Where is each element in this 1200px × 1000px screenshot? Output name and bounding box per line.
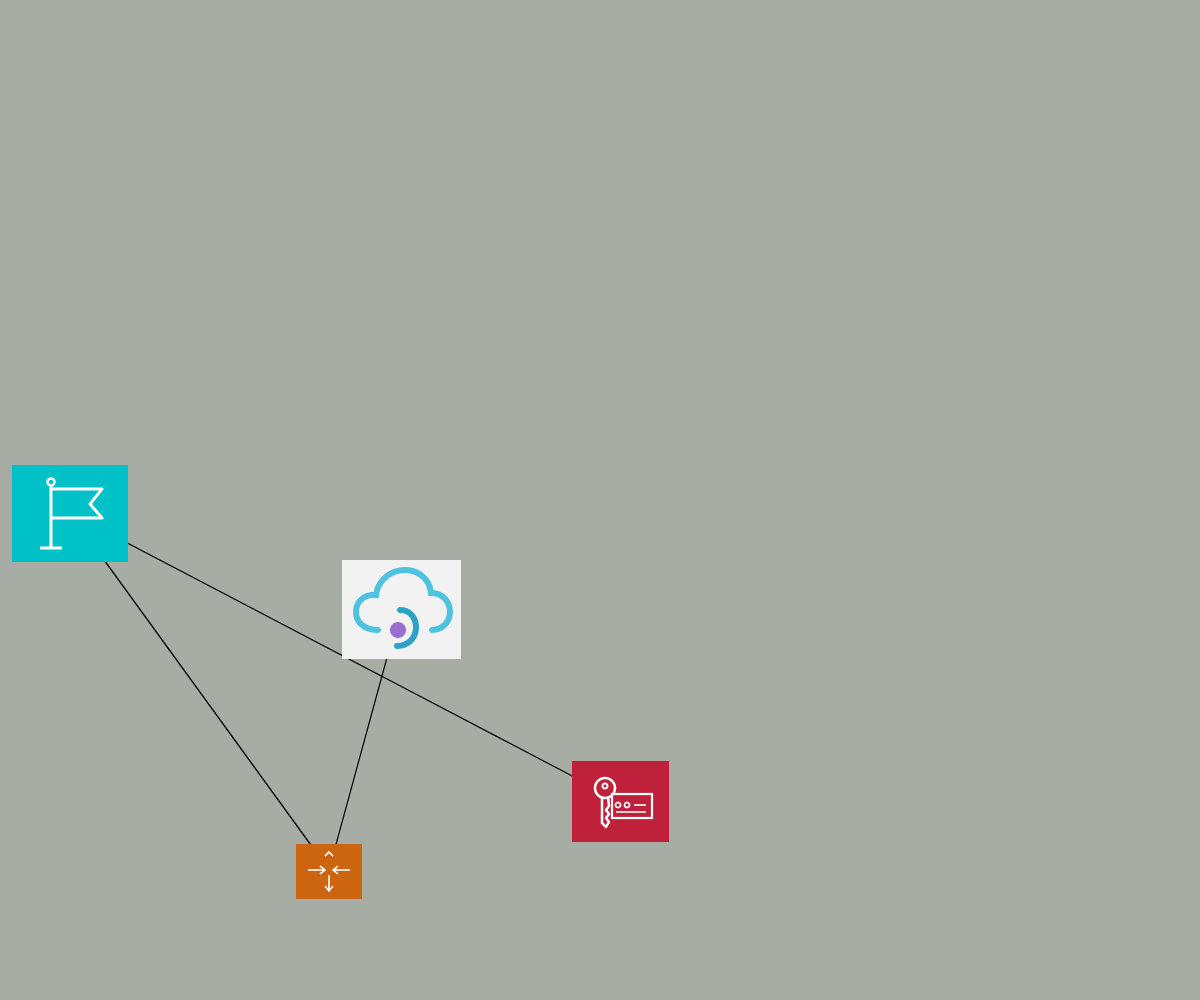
key-certificate-icon <box>593 776 654 829</box>
cloud-sync-icon <box>352 566 454 649</box>
key-certificate-node[interactable] <box>572 761 669 842</box>
cloud-node[interactable] <box>342 560 461 659</box>
merge-arrows-icon <box>308 850 350 893</box>
router-node[interactable] <box>296 844 362 899</box>
flag-node[interactable] <box>12 465 128 562</box>
edge-flag-router <box>69 512 330 871</box>
flag-icon <box>40 477 104 550</box>
